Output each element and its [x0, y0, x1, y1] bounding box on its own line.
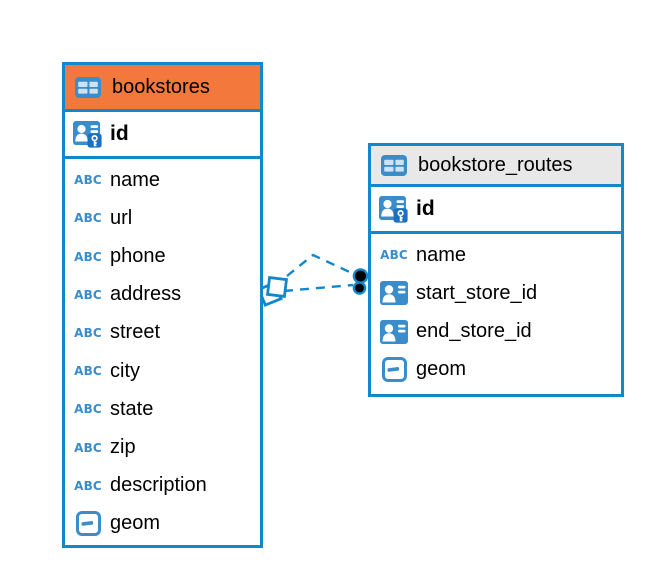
- column-row-end-store-id[interactable]: end_store_id: [371, 313, 621, 351]
- column-row-street[interactable]: ABC street: [65, 314, 260, 352]
- column-row-zip[interactable]: ABC zip: [65, 428, 260, 466]
- table-icon: [379, 154, 409, 176]
- text-type-icon: ABC: [74, 478, 102, 493]
- column-name: zip: [110, 436, 136, 459]
- column-row-description[interactable]: ABC description: [65, 467, 260, 505]
- text-type-icon: ABC: [74, 325, 102, 340]
- column-name: url: [110, 206, 133, 229]
- column-name: id: [416, 197, 435, 220]
- table-icon: [73, 76, 103, 98]
- column-name: state: [110, 397, 154, 420]
- text-type-icon: ABC: [74, 211, 102, 226]
- column-name: name: [110, 168, 161, 191]
- column-row-geom[interactable]: geom: [65, 505, 260, 543]
- user-key-icon: [72, 120, 102, 148]
- geometry-type-icon: [73, 511, 103, 537]
- column-row-name[interactable]: ABC name: [371, 236, 621, 274]
- column-row-id[interactable]: id: [65, 112, 260, 159]
- column-name: street: [110, 321, 161, 344]
- reference-type-icon: [379, 281, 409, 306]
- text-type-icon: ABC: [380, 248, 408, 263]
- column-row-phone[interactable]: ABC phone: [65, 237, 260, 275]
- many-endpoint-marker: [257, 275, 289, 307]
- user-key-icon: [378, 195, 408, 223]
- table-header-bookstore-routes[interactable]: bookstore_routes: [371, 146, 621, 187]
- column-name: id: [110, 122, 129, 145]
- column-name: start_store_id: [416, 281, 538, 304]
- text-type-icon: ABC: [74, 173, 102, 188]
- column-list: ABC name ABC url ABC phone ABC address A…: [65, 159, 260, 545]
- column-row-name[interactable]: ABC name: [65, 161, 260, 199]
- column-row-city[interactable]: ABC city: [65, 352, 260, 390]
- column-name: city: [110, 359, 140, 382]
- column-row-url[interactable]: ABC url: [65, 199, 260, 237]
- one-endpoint-marker: [352, 268, 369, 295]
- column-name: geom: [110, 512, 161, 535]
- text-type-icon: ABC: [74, 249, 102, 264]
- table-header-bookstores[interactable]: bookstores: [65, 65, 260, 112]
- text-type-icon: ABC: [74, 287, 102, 302]
- column-name: end_store_id: [416, 320, 532, 343]
- table-name: bookstores: [112, 75, 210, 98]
- column-row-address[interactable]: ABC address: [65, 276, 260, 314]
- column-row-geom[interactable]: geom: [371, 351, 621, 389]
- text-type-icon: ABC: [74, 364, 102, 379]
- reference-type-icon: [379, 319, 409, 344]
- column-name: phone: [110, 245, 166, 267]
- column-row-start-store-id[interactable]: start_store_id: [371, 274, 621, 312]
- column-name: name: [416, 243, 467, 266]
- column-name: address: [110, 283, 182, 306]
- table-name: bookstore_routes: [418, 153, 573, 176]
- column-list: ABC name start_store_id: [371, 234, 621, 391]
- table-node-bookstores[interactable]: bookstores id: [62, 62, 263, 548]
- text-type-icon: ABC: [74, 440, 102, 455]
- geometry-type-icon: [379, 357, 409, 383]
- text-type-icon: ABC: [74, 402, 102, 417]
- column-row-id[interactable]: id: [371, 187, 621, 234]
- column-name: geom: [416, 358, 467, 381]
- table-node-bookstore-routes[interactable]: bookstore_routes id: [368, 143, 624, 397]
- relationship-line[interactable]: [283, 253, 357, 293]
- column-row-state[interactable]: ABC state: [65, 390, 260, 428]
- column-name: description: [110, 474, 207, 497]
